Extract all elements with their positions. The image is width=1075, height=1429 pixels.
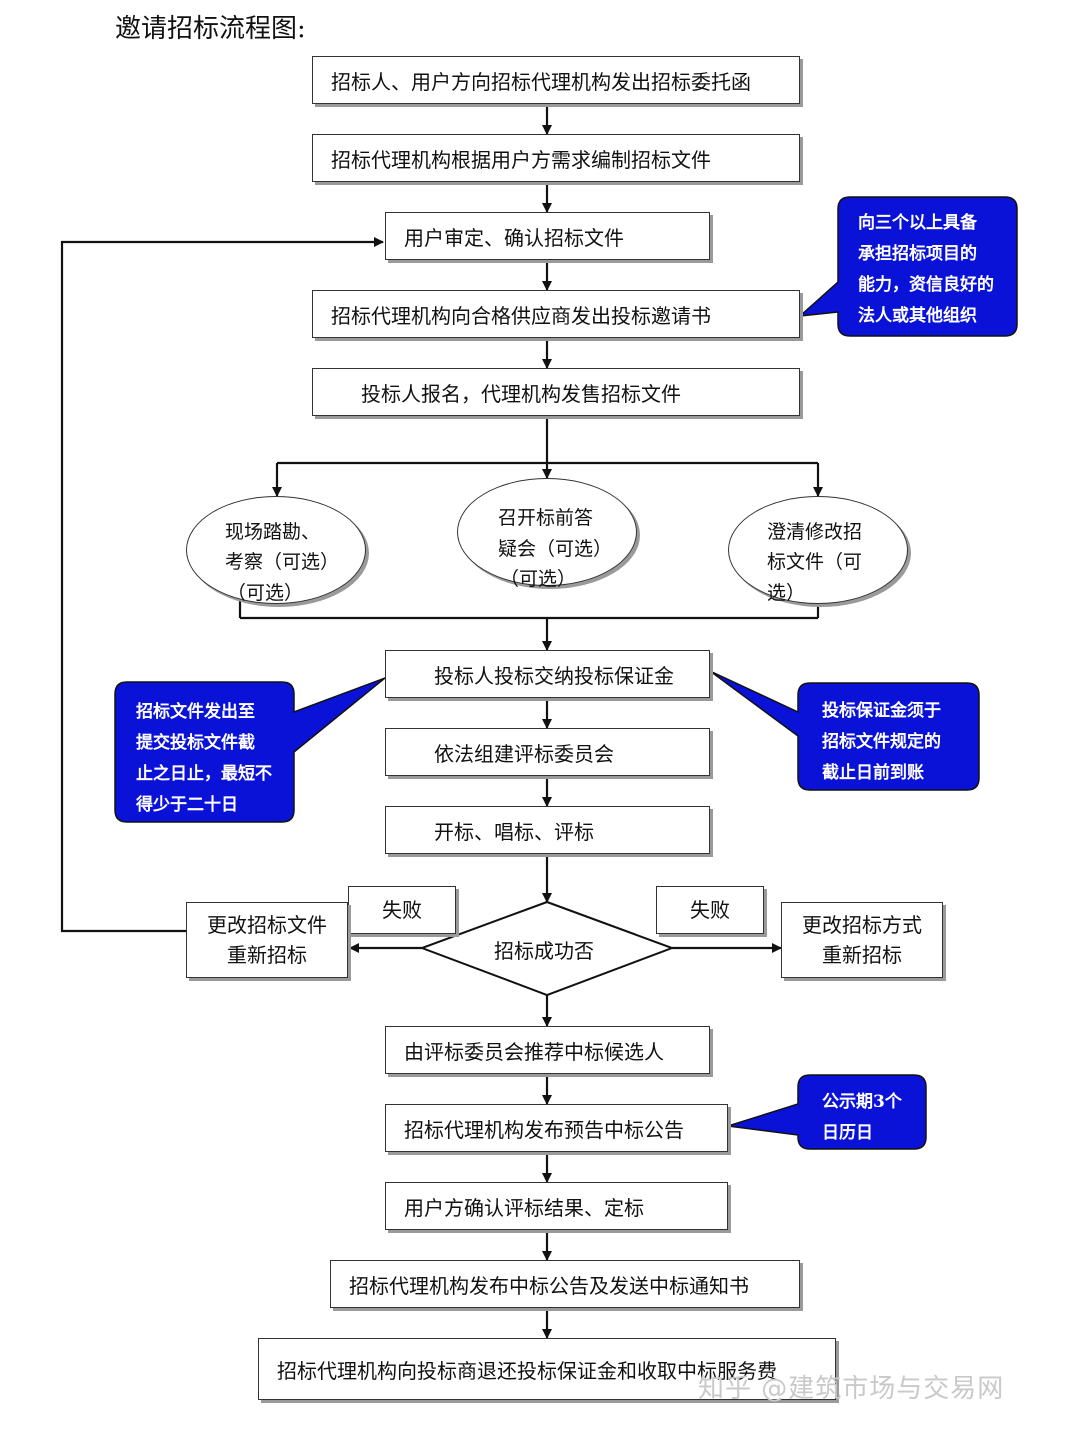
step-7-box: 依法组建评标委员会 [385,728,710,776]
callout-deposit-line-2: 招标文件规定的 [822,732,941,752]
step-11-label: 用户方确认评标结果、定标 [404,1195,644,1220]
callout-deposit-line-1: 投标保证金须于 [822,701,941,721]
step-12-box: 招标代理机构发布中标公告及发送中标通知书 [330,1260,800,1308]
site-visit-line-1: 现场踏勘、 [225,521,321,543]
step-13-box: 招标代理机构向投标商退还投标保证金和收取中标服务费 [258,1338,836,1400]
fail-right-label: 失败 [690,898,730,922]
feedback-loop-line [60,237,384,933]
fail-action-left-line-2: 重新招标 [227,943,307,967]
step-2-box: 招标代理机构根据用户方需求编制招标文件 [312,134,800,182]
callout-publicity-line-1: 公示期3个 [822,1092,902,1112]
site-visit-line-2: 考察（可选） [225,551,340,573]
step-1-label: 招标人、用户方向招标代理机构发出招标委托函 [331,69,751,94]
step-3-label: 用户审定、确认招标文件 [404,225,624,250]
step-3-box: 用户审定、确认招标文件 [385,212,710,260]
callout-suppliers-shape [797,196,1018,337]
step-2-label: 招标代理机构根据用户方需求编制招标文件 [331,147,711,172]
callout-suppliers-line-1: 向三个以上具备 [858,213,977,233]
fail-action-left-line-1: 更改招标文件 [207,913,327,937]
clarify-line-1: 澄清修改招 [767,521,863,543]
page-title: 邀请招标流程图: [115,14,306,44]
callout-deadline-line-4: 得少于二十日 [136,795,238,815]
watermark: 知乎 @建筑市场与交易网 [698,1374,1005,1404]
callout-deadline: 招标文件发出至 提交投标文件截 止之日止，最短不 得少于二十日 [136,697,272,821]
callout-deposit-line-3: 截止日前到账 [822,763,924,783]
callout-publicity-line-2: 日历日 [822,1123,873,1143]
step-8-box: 开标、唱标、评标 [385,806,710,854]
site-visit-line-3: （可选） [227,582,304,604]
step-11-box: 用户方确认评标结果、定标 [385,1182,728,1230]
callout-suppliers-line-3: 能力，资信良好的 [858,275,994,295]
callout-deadline-line-2: 提交投标文件截 [136,733,255,753]
clarify-line-2: 标文件（可 [767,551,863,573]
callout-suppliers-line-4: 法人或其他组织 [858,306,977,326]
decision-diamond [419,900,675,997]
step-5-box: 投标人报名，代理机构发售招标文件 [312,368,800,416]
optional-clarify-documents: 澄清修改招 标文件（可 选） [728,496,908,604]
step-8-label: 开标、唱标、评标 [434,819,594,844]
fail-left-label-box: 失败 [348,886,456,934]
callout-deadline-line-1: 招标文件发出至 [136,702,255,722]
step-9-box: 由评标委员会推荐中标候选人 [385,1026,710,1074]
step-12-label: 招标代理机构发布中标公告及发送中标通知书 [349,1273,749,1298]
step-9-label: 由评标委员会推荐中标候选人 [404,1039,664,1064]
callout-deposit: 投标保证金须于 招标文件规定的 截止日前到账 [822,696,941,789]
step-10-label: 招标代理机构发布预告中标公告 [404,1117,684,1142]
fail-action-right-line-1: 更改招标方式 [802,913,922,937]
prebid-line-3: （可选） [500,568,577,590]
fail-right-label-box: 失败 [656,886,764,934]
fail-action-right-line-2: 重新招标 [822,943,902,967]
callout-deposit-shape [709,670,980,791]
fail-action-right-box: 更改招标方式 重新招标 [781,902,943,978]
optional-site-visit: 现场踏勘、 考察（可选） （可选） [186,496,366,604]
callout-publicity: 公示期3个 日历日 [822,1087,902,1149]
optional-prebid-meeting: 召开标前答 疑会（可选） （可选） [457,478,637,590]
prebid-line-1: 召开标前答 [498,507,594,529]
step-6-label: 投标人投标交纳投标保证金 [434,663,674,688]
step-13-label: 招标代理机构向投标商退还投标保证金和收取中标服务费 [277,1358,777,1383]
callout-deadline-line-3: 止之日止，最短不 [136,764,272,784]
fail-left-label: 失败 [382,898,422,922]
decision-label: 招标成功否 [494,939,594,963]
step-6-box: 投标人投标交纳投标保证金 [385,650,710,698]
step-10-box: 招标代理机构发布预告中标公告 [385,1104,728,1152]
callout-suppliers-line-2: 承担招标项目的 [858,244,977,264]
clarify-line-3: 选） [767,582,806,604]
fail-action-left-box: 更改招标文件 重新招标 [186,902,348,978]
step-4-label: 招标代理机构向合格供应商发出投标邀请书 [331,303,711,328]
prebid-line-2: 疑会（可选） [498,538,613,560]
step-1-box: 招标人、用户方向招标代理机构发出招标委托函 [312,56,800,104]
callout-suppliers: 向三个以上具备 承担招标项目的 能力，资信良好的 法人或其他组织 [858,208,994,332]
callout-deadline-shape [114,677,386,823]
step-5-label: 投标人报名，代理机构发售招标文件 [361,381,681,406]
step-7-label: 依法组建评标委员会 [434,741,614,766]
step-4-box: 招标代理机构向合格供应商发出投标邀请书 [312,290,800,338]
callout-publicity-shape [727,1074,927,1150]
